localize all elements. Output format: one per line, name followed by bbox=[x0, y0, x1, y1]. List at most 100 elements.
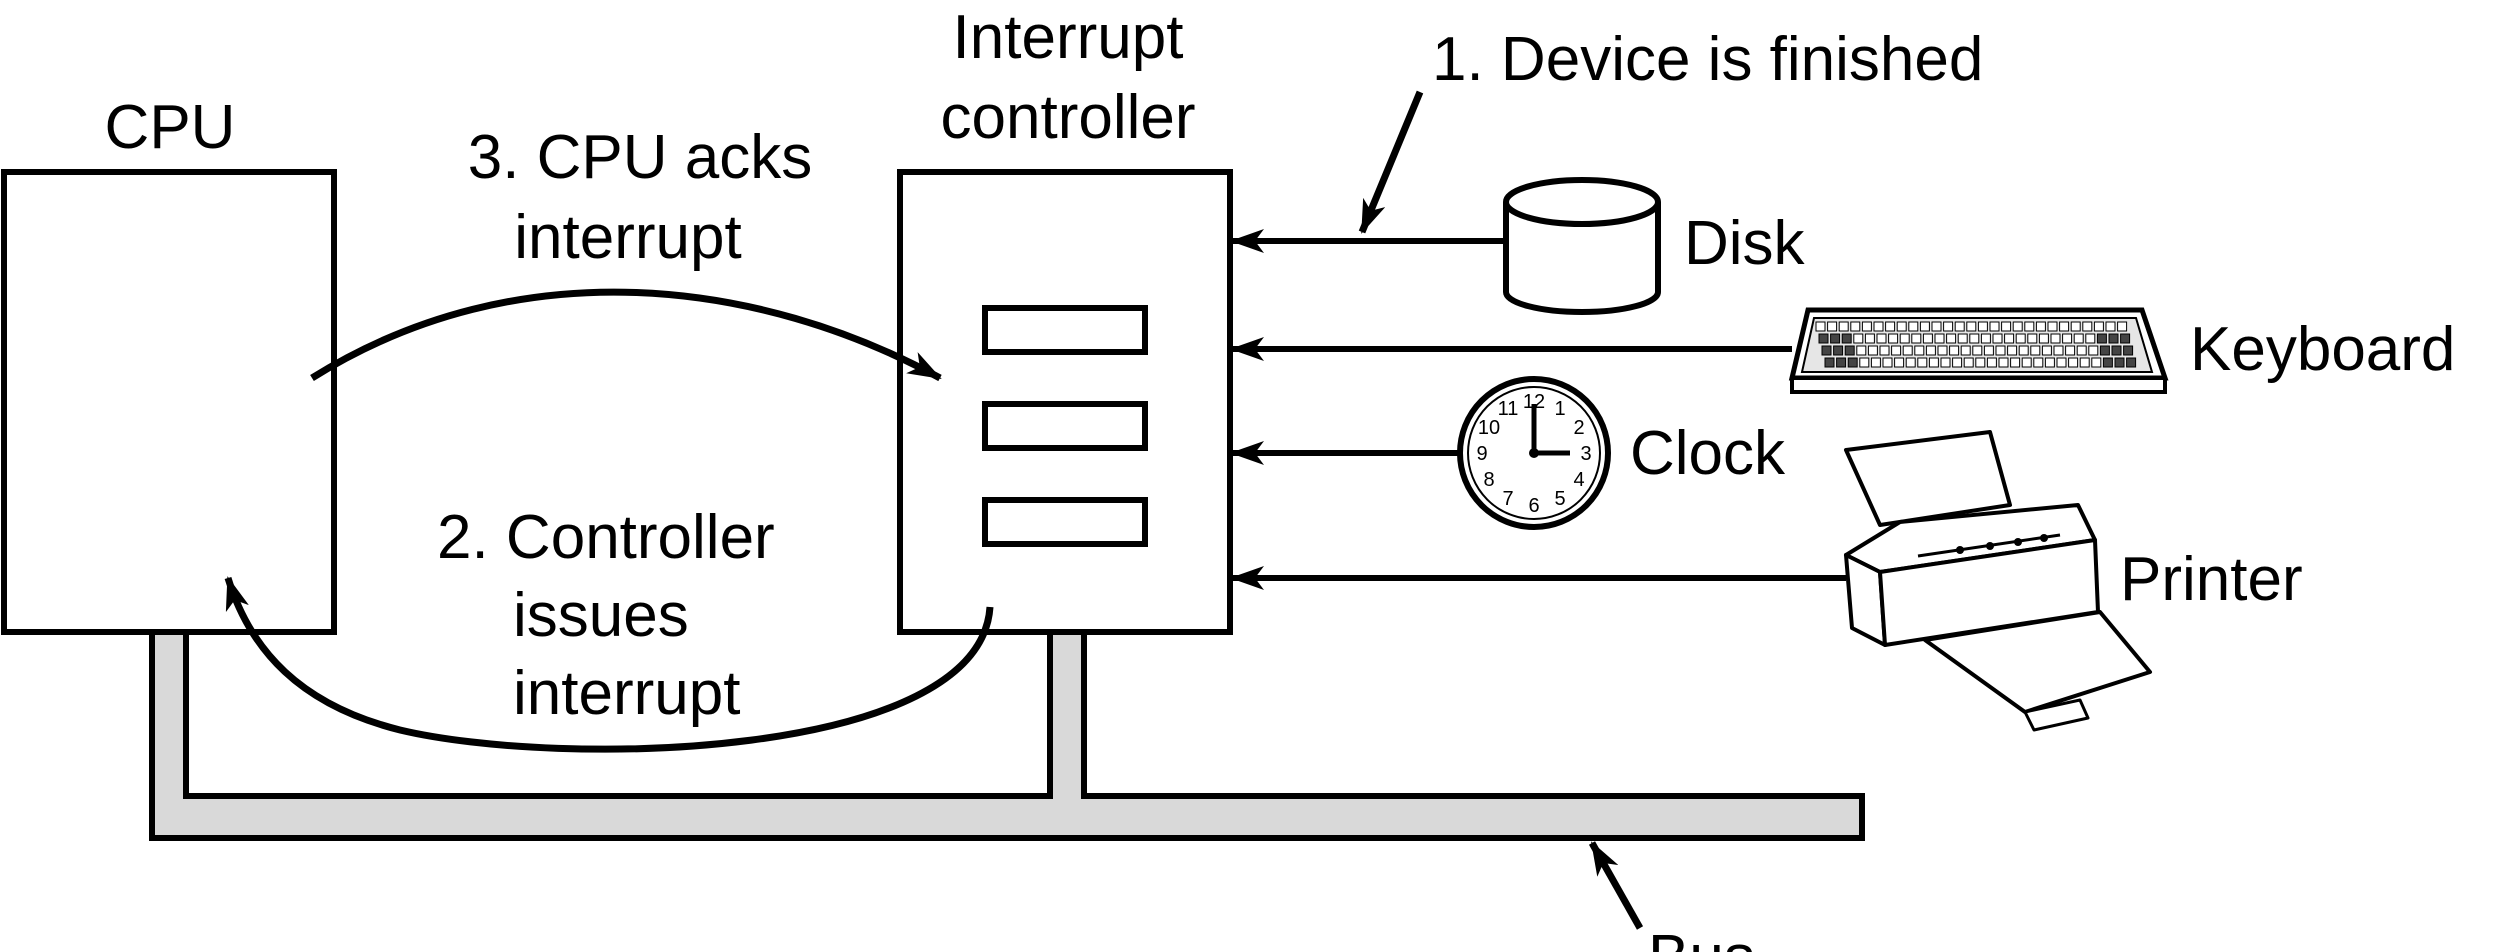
keyboard-key bbox=[1894, 357, 1905, 368]
step2-label-line2: issues bbox=[513, 581, 689, 650]
interrupt-controller-label-line2: controller bbox=[941, 83, 1196, 152]
clock-numeral: 7 bbox=[1502, 488, 1513, 510]
keyboard-key bbox=[2123, 345, 2134, 356]
keyboard-key bbox=[1911, 333, 1922, 344]
keyboard-key bbox=[1998, 357, 2009, 368]
printer-label: Printer bbox=[2120, 545, 2303, 614]
keyboard-key bbox=[2012, 321, 2023, 332]
keyboard-key bbox=[2068, 357, 2079, 368]
keyboard-key bbox=[2027, 333, 2038, 344]
keyboard-key bbox=[1986, 357, 1997, 368]
keyboard-key bbox=[1833, 345, 1844, 356]
keyboard-key bbox=[1876, 333, 1887, 344]
cpu-label: CPU bbox=[105, 93, 236, 162]
keyboard-key bbox=[2120, 333, 2131, 344]
keyboard-key bbox=[1914, 345, 1925, 356]
keyboard-key bbox=[1853, 333, 1864, 344]
clock-numeral: 1 bbox=[1554, 398, 1565, 420]
clock-numeral: 4 bbox=[1573, 469, 1584, 491]
keyboard-key bbox=[1949, 345, 1960, 356]
keyboard-key bbox=[1975, 357, 1986, 368]
disk-label: Disk bbox=[1684, 209, 1806, 278]
keyboard-key bbox=[1879, 345, 1890, 356]
keyboard-key bbox=[2035, 321, 2046, 332]
keyboard-key bbox=[1943, 321, 1954, 332]
clock-numeral: 12 bbox=[1523, 391, 1545, 413]
clock-numeral: 3 bbox=[1580, 443, 1591, 465]
ack-arrow bbox=[310, 288, 942, 382]
clock-label: Clock bbox=[1630, 419, 1786, 488]
keyboard-key bbox=[1983, 345, 1994, 356]
keyboard-key bbox=[1917, 357, 1928, 368]
keyboard-key bbox=[1856, 345, 1867, 356]
keyboard-key bbox=[2004, 333, 2015, 344]
keyboard-keys bbox=[1815, 321, 2137, 368]
keyboard-key bbox=[1873, 321, 1884, 332]
keyboard-key bbox=[1902, 345, 1913, 356]
controller-register-2 bbox=[982, 401, 1148, 451]
keyboard-key bbox=[2038, 333, 2049, 344]
keyboard-key bbox=[2018, 345, 2029, 356]
keyboard-key bbox=[1919, 321, 1930, 332]
clock-numeral: 2 bbox=[1573, 417, 1584, 439]
keyboard-key bbox=[2102, 357, 2113, 368]
keyboard-key bbox=[2105, 321, 2116, 332]
keyboard-key bbox=[1957, 333, 1968, 344]
keyboard-key bbox=[2096, 333, 2107, 344]
keyboard-key bbox=[2091, 357, 2102, 368]
keyboard-key bbox=[1847, 357, 1858, 368]
cpu-box bbox=[1, 169, 337, 635]
keyboard-key bbox=[1925, 345, 1936, 356]
keyboard-key bbox=[1899, 333, 1910, 344]
keyboard-key bbox=[1995, 345, 2006, 356]
keyboard-key bbox=[1937, 345, 1948, 356]
keyboard-key bbox=[1992, 333, 2003, 344]
keyboard-key bbox=[1952, 357, 1963, 368]
keyboard-key bbox=[1966, 321, 1977, 332]
keyboard-key bbox=[1946, 333, 1957, 344]
keyboard-key bbox=[2059, 321, 2070, 332]
keyboard-key bbox=[1859, 357, 1870, 368]
keyboard-key bbox=[1905, 357, 1916, 368]
keyboard-key bbox=[1931, 321, 1942, 332]
keyboard-key bbox=[2126, 357, 2137, 368]
keyboard-key bbox=[1891, 345, 1902, 356]
step3-label-line1: 3. CPU acks bbox=[468, 123, 813, 192]
controller-register-3 bbox=[982, 497, 1148, 547]
keyboard-key bbox=[2085, 333, 2096, 344]
keyboard-key bbox=[1815, 321, 1826, 332]
step2-label-line3: interrupt bbox=[513, 659, 740, 728]
keyboard-key bbox=[1896, 321, 1907, 332]
controller-register-1 bbox=[982, 305, 1148, 355]
keyboard-key bbox=[2079, 357, 2090, 368]
keyboard-key bbox=[2073, 333, 2084, 344]
keyboard-key bbox=[1821, 345, 1832, 356]
keyboard-key bbox=[2041, 345, 2052, 356]
keyboard-key bbox=[1928, 357, 1939, 368]
keyboard-key bbox=[1977, 321, 1988, 332]
keyboard-key bbox=[1960, 345, 1971, 356]
keyboard-key bbox=[1838, 321, 1849, 332]
step1-label: 1. Device is finished bbox=[1432, 25, 1983, 94]
step3-label-line2: interrupt bbox=[514, 203, 741, 272]
keyboard-key bbox=[2088, 345, 2099, 356]
keyboard-key bbox=[1864, 333, 1875, 344]
keyboard-key bbox=[2093, 321, 2104, 332]
keyboard-key bbox=[2065, 345, 2076, 356]
keyboard-key bbox=[1969, 333, 1980, 344]
keyboard-key bbox=[2001, 321, 2012, 332]
keyboard-key bbox=[2070, 321, 2081, 332]
keyboard-key bbox=[1830, 333, 1841, 344]
keyboard-key bbox=[2007, 345, 2018, 356]
disk-icon bbox=[1503, 177, 1661, 315]
keyboard-key bbox=[1824, 357, 1835, 368]
keyboard-key bbox=[2108, 333, 2119, 344]
keyboard-key bbox=[2082, 321, 2093, 332]
keyboard-icon bbox=[1788, 307, 2169, 394]
keyboard-key bbox=[1850, 321, 1861, 332]
keyboard-key bbox=[1836, 357, 1847, 368]
keyboard-key bbox=[1861, 321, 1872, 332]
printer-icon bbox=[1844, 430, 2152, 732]
keyboard-key bbox=[1963, 357, 1974, 368]
